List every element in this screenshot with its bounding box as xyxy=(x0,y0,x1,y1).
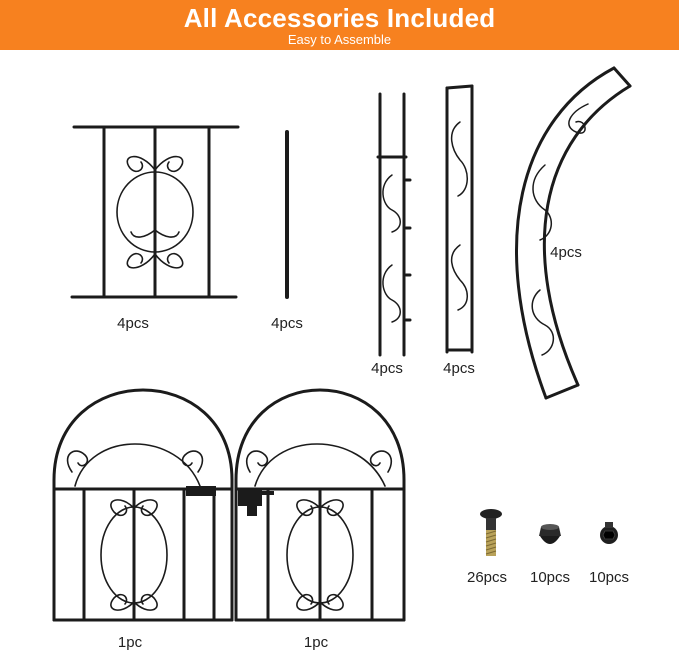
banner-subtitle: Easy to Assemble xyxy=(287,32,392,47)
center-panel-qty: 4pcs xyxy=(117,315,149,332)
connecting-rod-qty: 4pcs xyxy=(271,315,303,332)
cap-nut-qty: 10pcs xyxy=(529,569,571,586)
arch-piece-qty: 4pcs xyxy=(550,244,582,261)
gate-left-qty: 1pc xyxy=(117,634,143,651)
spiked-post-qty: 4pcs xyxy=(371,360,403,377)
banner-title: All Accessories Included xyxy=(183,3,496,33)
gate-right-qty: 1pc xyxy=(303,634,329,651)
side-post-qty: 4pcs xyxy=(443,360,475,377)
bolt-qty: 26pcs xyxy=(466,569,508,586)
screw-qty: 10pcs xyxy=(588,569,630,586)
header-banner: All Accessories Included Easy to Assembl… xyxy=(0,0,679,50)
